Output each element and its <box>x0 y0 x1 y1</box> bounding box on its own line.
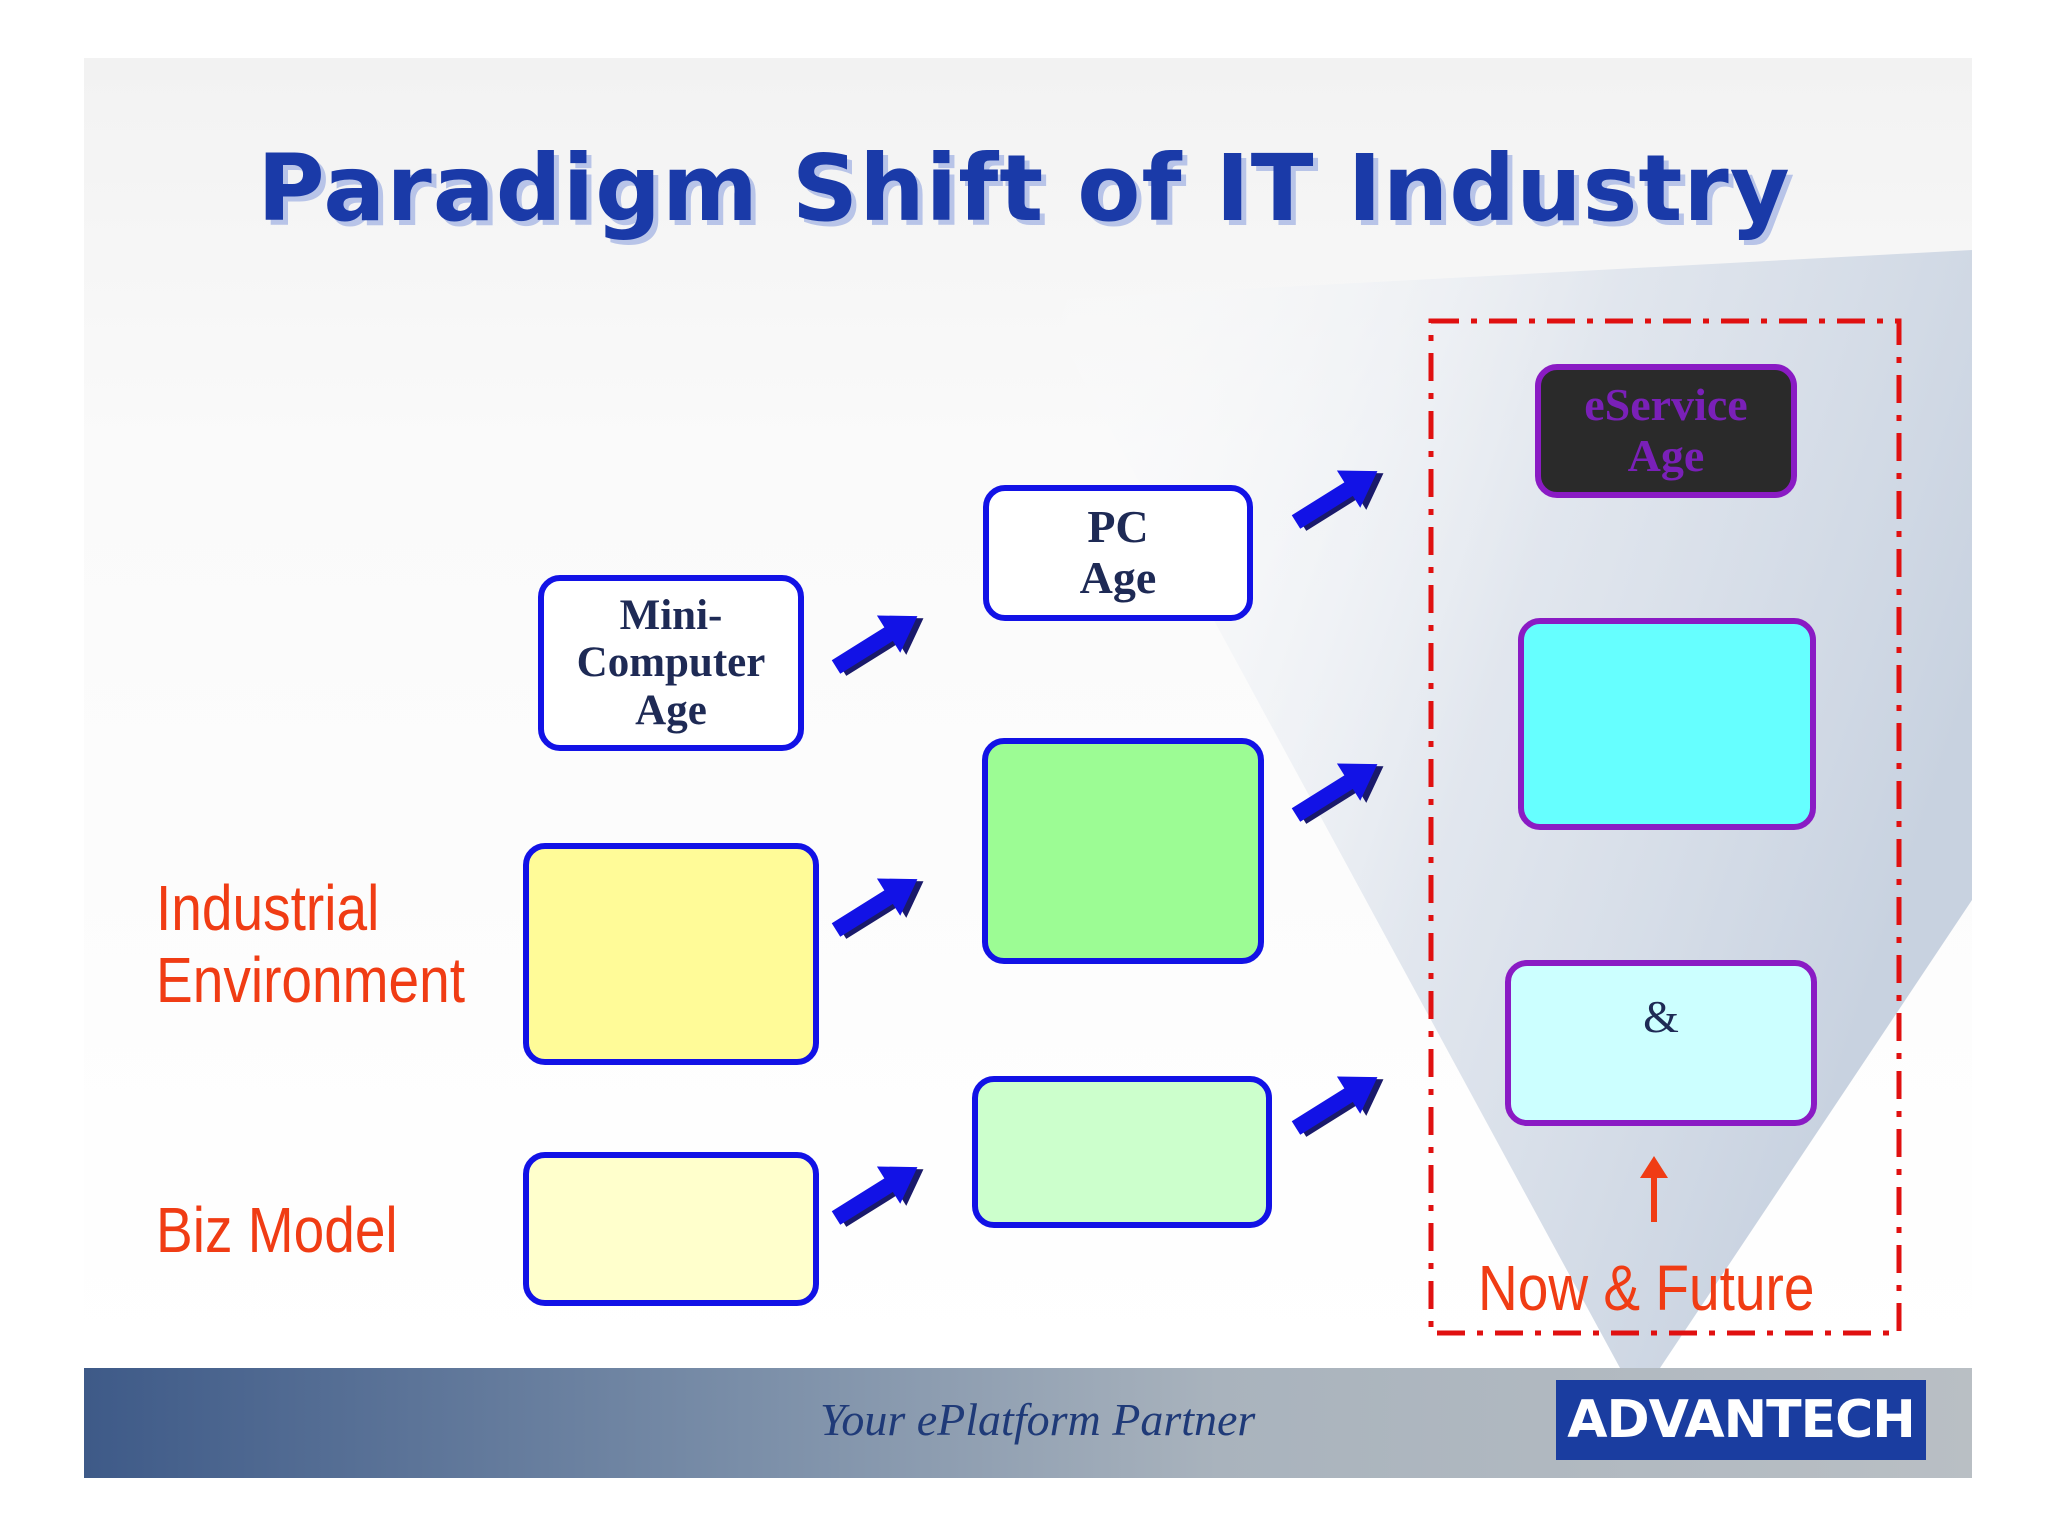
industrial-mini-computer-cell <box>523 843 819 1065</box>
pc-age-label: PC Age <box>1079 501 1157 603</box>
now-future-dashed-frame <box>1428 318 1902 1336</box>
now-future-up-arrow <box>1640 1156 1668 1222</box>
slide-title: Paradigm Shift of IT Industry <box>257 135 1791 242</box>
industrial-pc-cell <box>982 738 1264 964</box>
eservice-age-label: eService Age <box>1584 379 1748 481</box>
pc-age-box: PC Age <box>983 485 1253 621</box>
now-future-label: Now & Future <box>1478 1252 1815 1324</box>
arrow-pc-to-eservice-biz <box>1284 1056 1396 1151</box>
arrow-pc-to-eservice-header <box>1284 450 1396 545</box>
industrial-eservice-cell <box>1518 618 1816 830</box>
biz-model-eservice-cell: & <box>1505 960 1817 1126</box>
arrow-mini-to-pc-industrial <box>824 858 936 953</box>
advantech-logo: ADVANTECH <box>1556 1380 1926 1460</box>
row-label-biz-model: Biz Model <box>156 1194 398 1266</box>
biz-model-pc-cell <box>972 1076 1272 1228</box>
footer-tagline: Your ePlatform Partner <box>820 1394 1256 1445</box>
mini-computer-age-box: Mini- Computer Age <box>538 575 804 751</box>
arrow-mini-to-pc-header <box>824 595 936 690</box>
biz-model-mini-computer-cell <box>523 1152 819 1306</box>
eservice-age-box: eService Age <box>1535 364 1797 498</box>
mini-computer-age-label: Mini- Computer Age <box>576 592 766 734</box>
biz-model-eservice-text: & <box>1643 991 1679 1042</box>
logo-text: ADVANTECH <box>1567 1390 1916 1450</box>
row-label-industrial-environment: Industrial Environment <box>156 872 465 1016</box>
arrow-mini-to-pc-biz <box>824 1146 936 1241</box>
arrow-pc-to-eservice-industrial <box>1284 743 1396 838</box>
